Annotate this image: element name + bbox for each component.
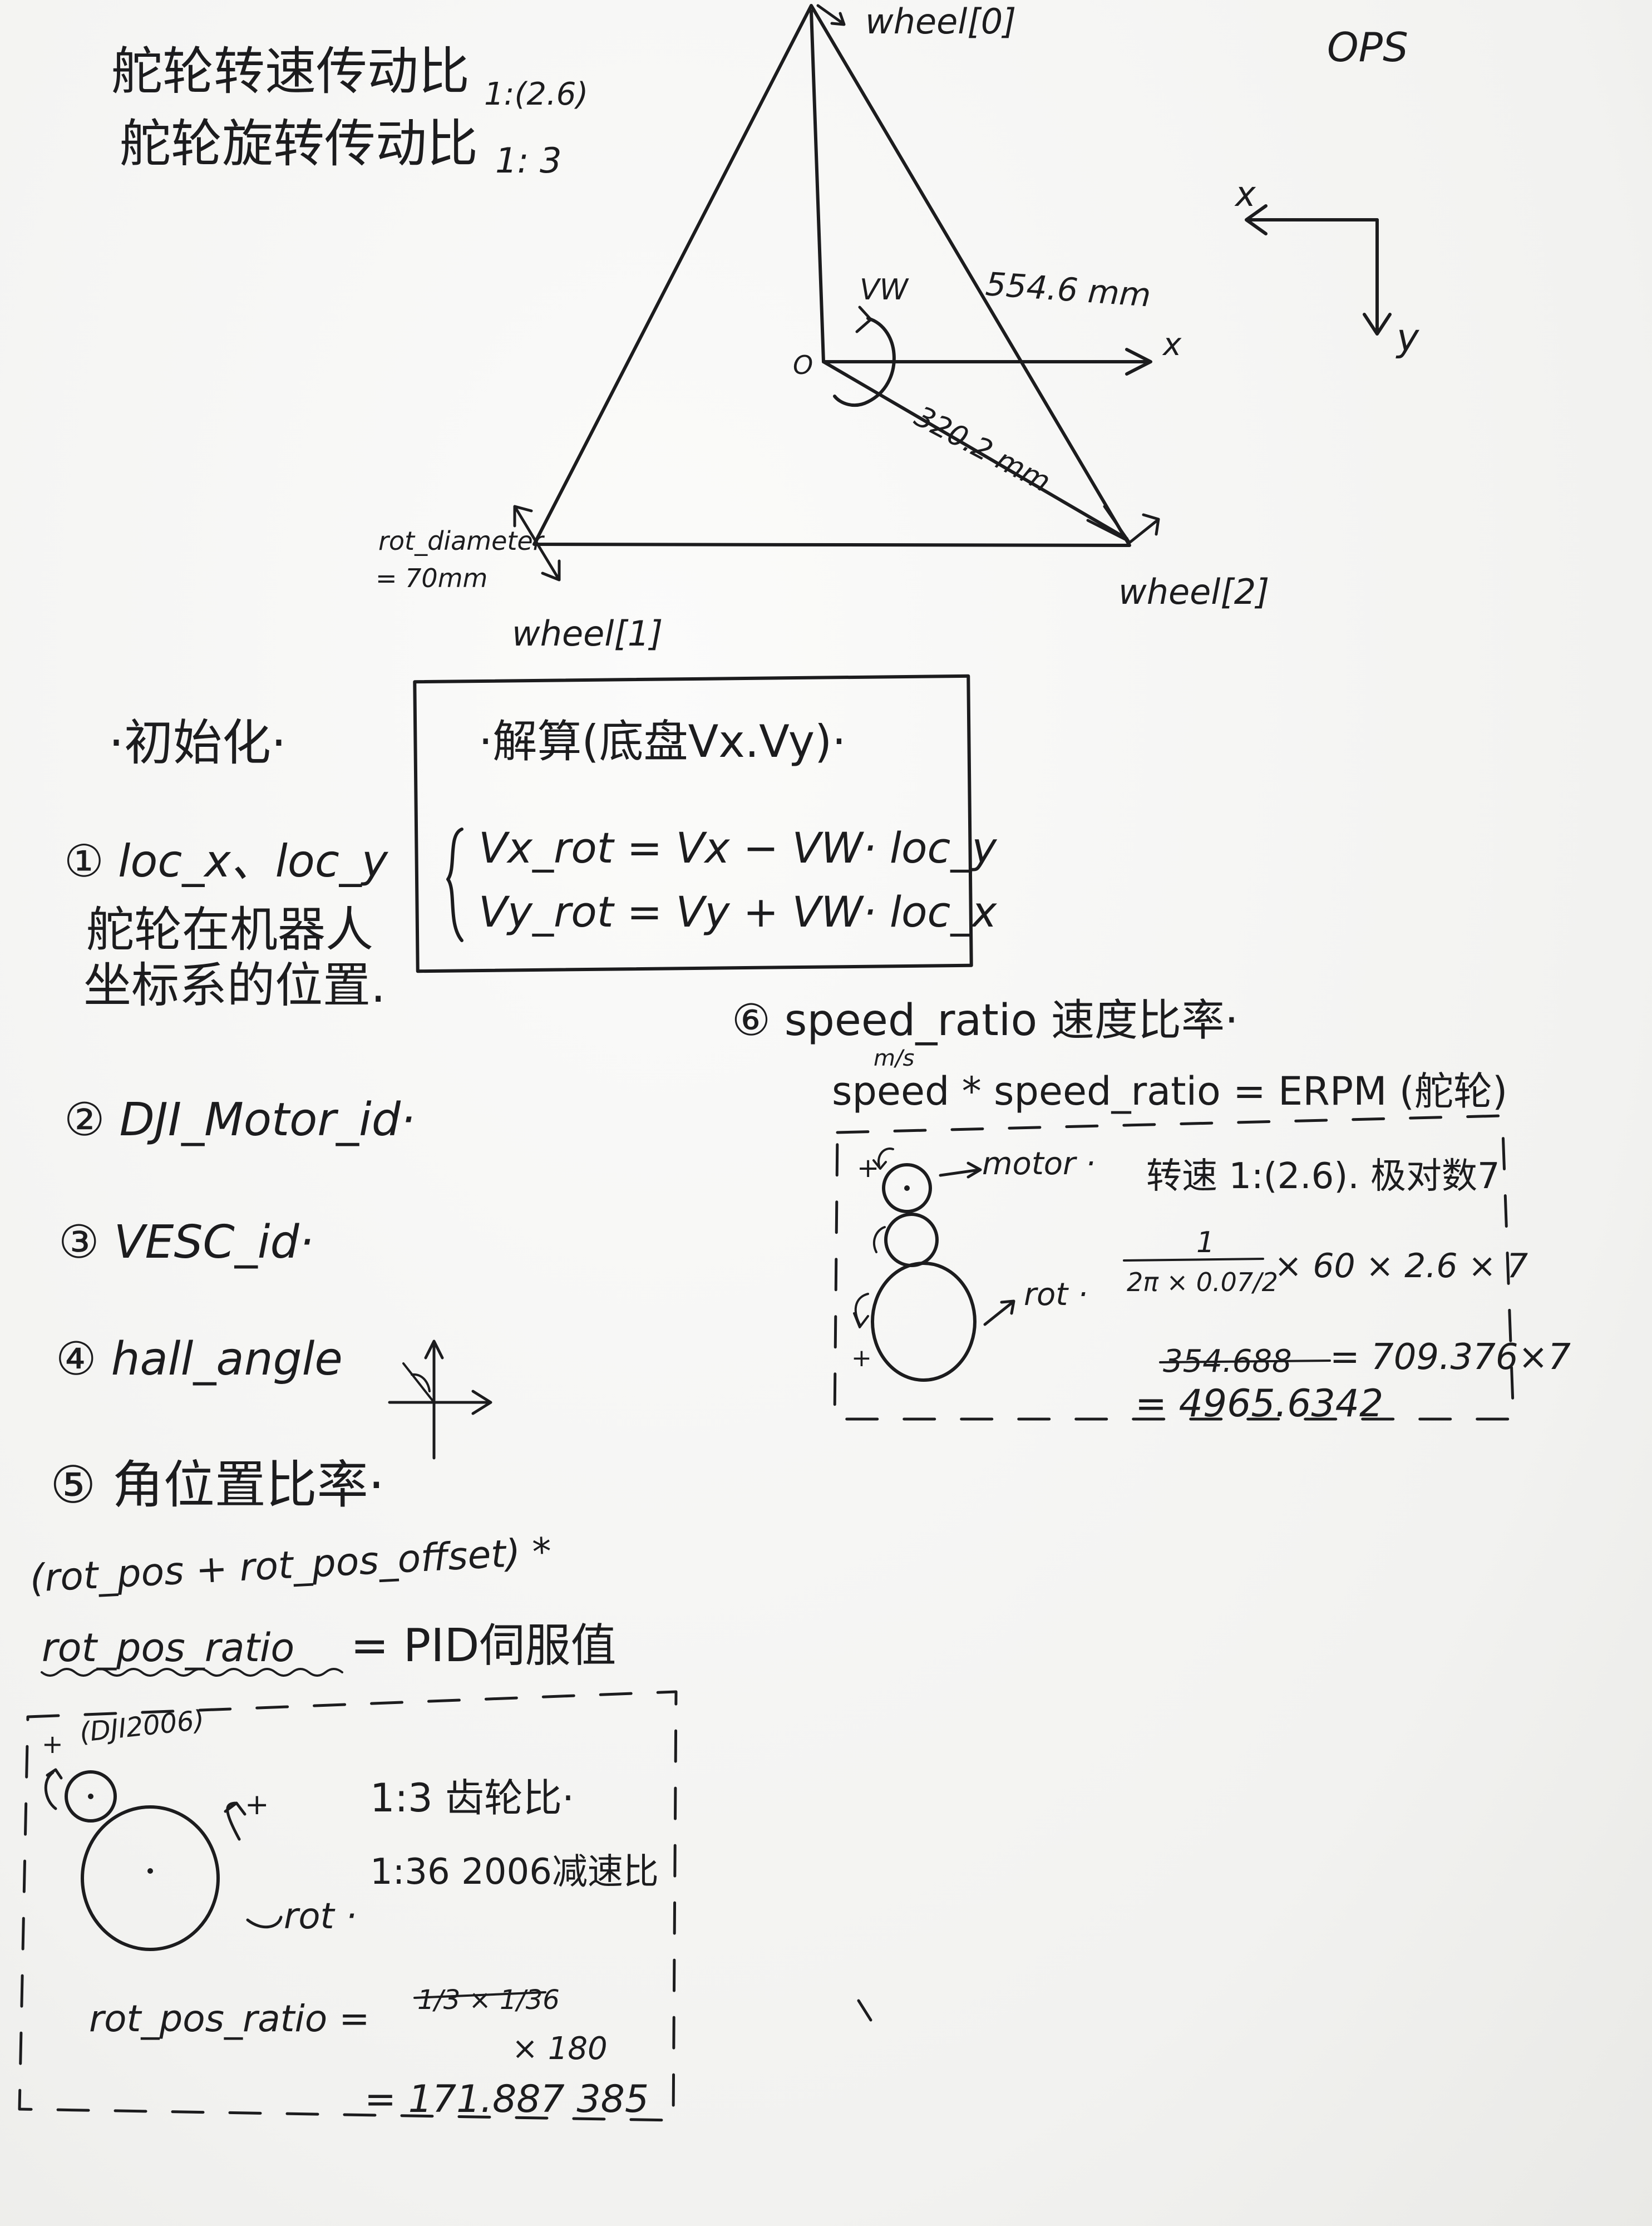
speed-units: m/s	[874, 1046, 914, 1071]
motor-spin-arrow	[872, 1148, 894, 1170]
motor-plus-sign: +	[42, 1729, 63, 1759]
motor-rotation-arrow	[44, 1768, 63, 1810]
rot-pointer-speed	[983, 1299, 1015, 1326]
ops-x-arrow	[1245, 204, 1379, 235]
calc-numerator: 1	[1196, 1226, 1215, 1259]
pos-ratio-result: = 171.887 385	[364, 2077, 649, 2121]
hall-angle-sketch	[388, 1339, 492, 1460]
init-item-5: ⑤ 角位置比率·	[50, 1455, 384, 1515]
x-axis-label: x	[1162, 327, 1182, 363]
rot-pointer	[246, 1915, 283, 1929]
center-to-wheel2-line	[822, 360, 1128, 540]
speed-ratio-title: ⑥ speed_ratio 速度比率·	[732, 996, 1239, 1046]
motor-pointer	[939, 1161, 982, 1179]
fraction-strike	[413, 1991, 546, 1999]
rot-rotation-arrow	[224, 1801, 246, 1841]
pos-ratio-fraction: 1/3 × 1/36	[417, 1984, 560, 2016]
reduction-ratio-label: 1:36 2006减速比	[370, 1851, 659, 1893]
ops-label: OPS	[1327, 24, 1408, 71]
init-item-4: ④ hall_angle	[56, 1333, 343, 1386]
rot-spin-arrow	[853, 1293, 869, 1328]
hall-angle-arc	[402, 1362, 435, 1403]
pos-ratio-underline	[41, 1668, 343, 1677]
wheel1-direction-arrow	[513, 505, 561, 582]
wheel1-label: wheel[1]	[512, 613, 663, 654]
init-item-1: ① loc_x、loc_y	[64, 835, 389, 887]
idler-gear	[884, 1213, 939, 1267]
speed-rot-label: rot ·	[1024, 1277, 1088, 1313]
ops-y-arrow	[1363, 218, 1392, 336]
init-title: ·初始化·	[109, 714, 287, 771]
vw-rotation-arrow	[833, 317, 896, 407]
speed-rot-plus: +	[851, 1344, 872, 1372]
pos-ratio-formula-2-right: = PID伺服值	[351, 1619, 617, 1672]
gear-ratio-label: 1:3 齿轮比·	[370, 1775, 574, 1821]
pos-ratio-equation-left: rot_pos_ratio =	[89, 1997, 370, 2040]
hall-angle-axes	[388, 1339, 492, 1460]
pos-ratio-rot-label: rot ·	[284, 1896, 357, 1937]
origin-label: O	[793, 350, 813, 380]
calc-denominator: 2π × 0.07/2	[1127, 1267, 1278, 1297]
ops-y-label: y	[1395, 316, 1419, 360]
pos-ratio-times: × 180	[512, 2031, 608, 2067]
wheel0-label: wheel[0]	[865, 1, 1016, 42]
rot-diameter-value: = 70mm	[376, 563, 487, 593]
ops-x-label: x	[1234, 174, 1256, 214]
motor-gear	[882, 1163, 932, 1213]
init-item-1-desc-1: 舵轮在机器人	[86, 902, 373, 958]
transmission-label-1: 舵轮转速传动比	[111, 42, 470, 101]
stray-pen-mark	[857, 1999, 872, 2022]
side-length-label: 554.6 mm	[984, 265, 1152, 314]
solve-title: ·解算(底盘Vx.Vy)·	[479, 716, 846, 767]
vw-arrowhead	[855, 306, 872, 333]
equation-brace	[446, 828, 463, 942]
x-axis-arrowhead	[1125, 348, 1152, 376]
rotation-ratio-label: 转速 1:(2.6). 极对数7	[1146, 1156, 1500, 1197]
wheel0-direction-arrow	[816, 4, 846, 26]
speed-formula: speed * speed_ratio = ERPM (舵轮)	[832, 1068, 1507, 1114]
motor-gear-small	[65, 1770, 117, 1823]
calc-final-result: = 4965.6342	[1135, 1382, 1383, 1426]
speed-motor-plus: +	[857, 1153, 879, 1184]
calc-fraction-bar	[1123, 1258, 1264, 1262]
calc-mid-result: = 709.376×7	[1330, 1337, 1571, 1378]
transmission-ratio-1: 1:(2.6)	[484, 76, 588, 112]
pos-ratio-box	[18, 1690, 678, 2122]
pos-ratio-formula-1: (rot_pos + rot_pos_offset) *	[29, 1530, 553, 1601]
rot-plus-sign: +	[245, 1788, 269, 1821]
solve-box	[413, 674, 973, 973]
calc-strike-line	[1159, 1360, 1331, 1363]
rot-gear-center	[147, 1868, 153, 1874]
rot-diameter-label: rot_diameter	[378, 526, 545, 556]
pos-ratio-formula-2-left: rot_pos_ratio	[42, 1625, 294, 1671]
ops-axes	[1245, 204, 1392, 336]
solve-equation-1: Vx_rot = Vx − VW· loc_y	[479, 823, 997, 873]
idler-spin-arrow	[873, 1226, 886, 1253]
wheel2-direction-arrow	[1128, 513, 1160, 544]
rot-wheel-gear	[871, 1262, 977, 1382]
wheel2-label: wheel[2]	[1118, 572, 1269, 612]
init-item-2: ② DJI_Motor_id·	[64, 1094, 415, 1146]
calc-tail: × 60 × 2.6 × 7	[1274, 1247, 1528, 1286]
triangle-outline	[532, 4, 1131, 547]
motor-gear-center	[88, 1794, 93, 1799]
center-to-wheel2-arrowhead	[1086, 505, 1130, 543]
init-item-1-desc-2: 坐标系的位置.	[83, 958, 386, 1013]
speed-ratio-box	[833, 1114, 1515, 1421]
chassis-triangle	[513, 4, 1160, 582]
pos-ratio-motor-label: (DJI2006)	[78, 1705, 206, 1749]
rot-gear-large	[81, 1805, 220, 1951]
speed-motor-label: motor ·	[982, 1146, 1096, 1182]
vertical-center-line	[810, 9, 825, 363]
center-distance-label: 320.2 mm	[909, 400, 1056, 499]
init-item-3: ③ VESC_id·	[58, 1216, 314, 1269]
motor-gear-dot	[904, 1185, 910, 1191]
transmission-label-2: 舵轮旋转传动比	[120, 114, 478, 174]
solve-equation-2: Vy_rot = Vy + VW· loc_x	[479, 887, 997, 937]
vw-label: VW	[860, 273, 910, 307]
transmission-ratio-2: 1: 3	[495, 140, 562, 181]
